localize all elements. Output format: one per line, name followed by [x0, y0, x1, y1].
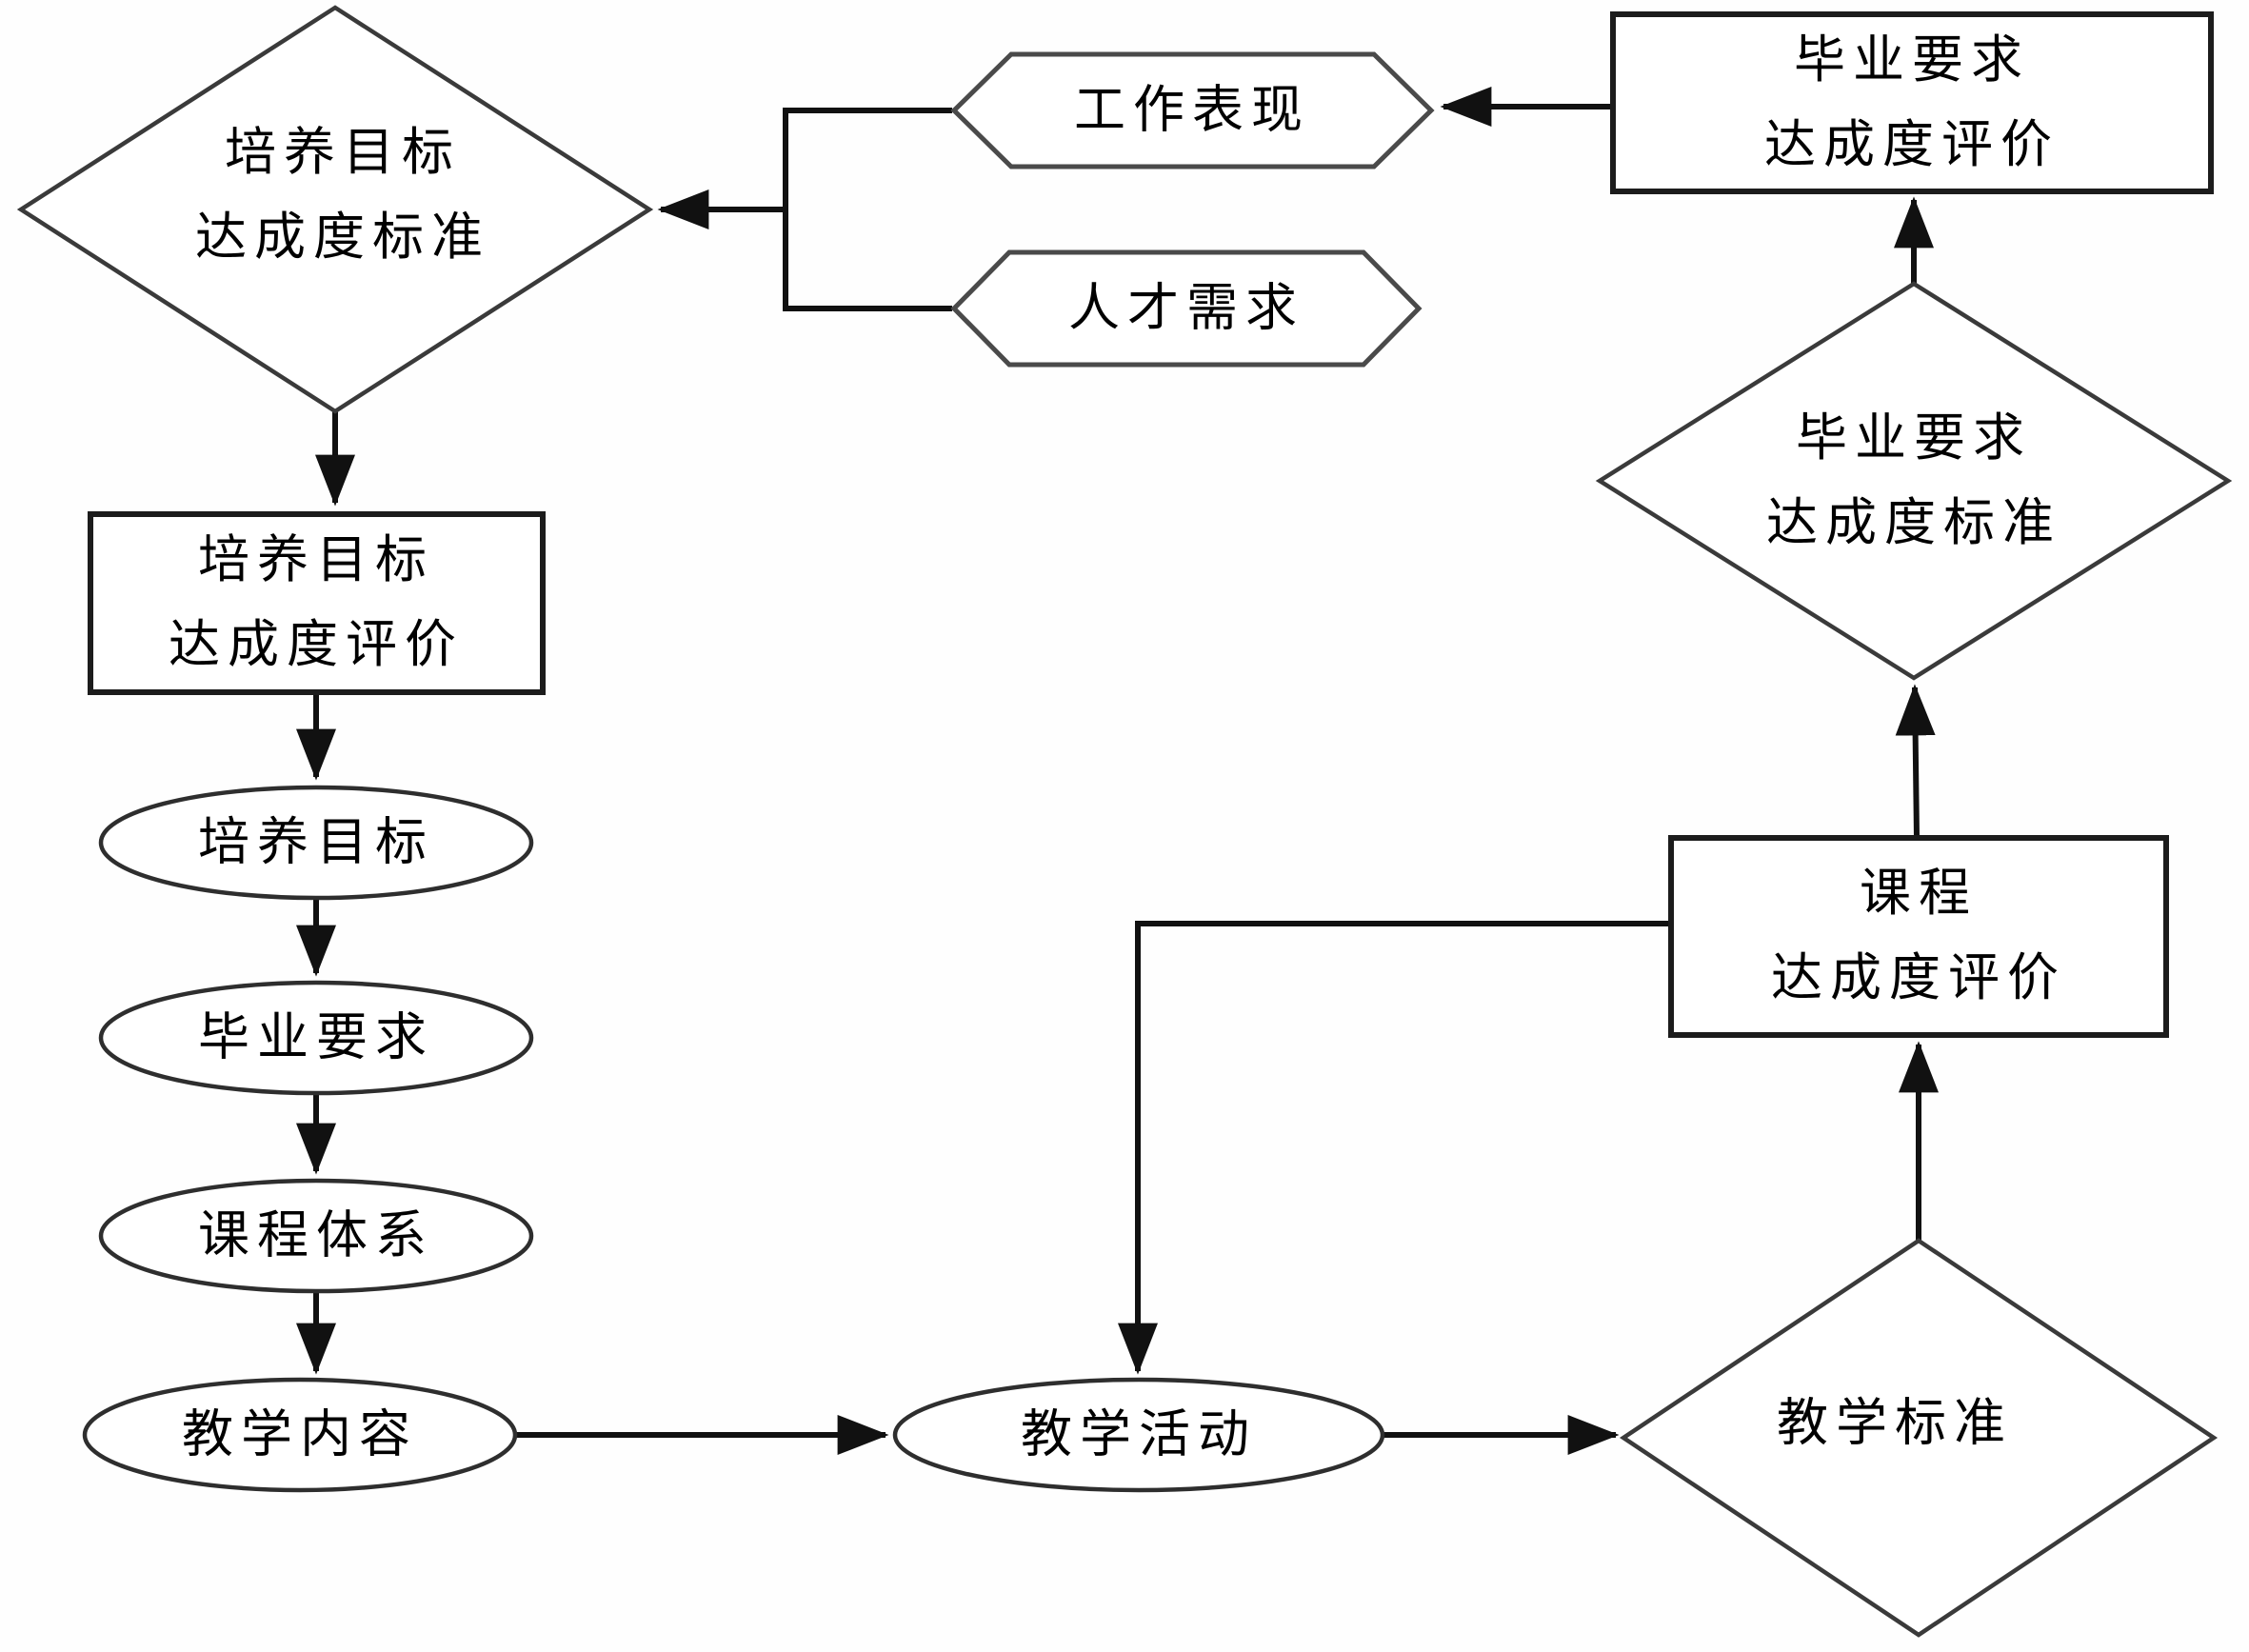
node-graduation-req-evaluation-rect [1610, 11, 2214, 194]
node-training-goal-evaluation-rect [88, 511, 546, 695]
label-training-goal-standard: 培养目标 达成度标准 [195, 123, 490, 266]
node-graduation-req-standard-diamond [1595, 281, 2233, 681]
connector-course-eval-to-gradreq-standard [1895, 684, 1936, 839]
label-training-goal-evaluation: 培养目标 达成度评价 [169, 530, 464, 673]
node-training-goal-ellipse [98, 785, 534, 901]
label-graduation-req: 毕业要求 [198, 1008, 434, 1066]
label-teaching-activity: 教学活动 [1021, 1405, 1257, 1463]
label-teaching-standard: 教学标准 [1777, 1394, 2013, 1452]
label-talent-demand: 人才需求 [1068, 279, 1304, 337]
label-training-goal: 培养目标 [198, 813, 434, 871]
node-course-evaluation-rect [1668, 835, 2169, 1038]
label-work-performance: 工作表现 [1074, 81, 1310, 139]
node-teaching-standard-diamond [1619, 1238, 2219, 1638]
connector-hexagons-junction [783, 108, 952, 311]
node-graduation-req-ellipse [98, 980, 534, 1096]
label-curriculum-system: 课程体系 [198, 1206, 434, 1264]
label-graduation-req-evaluation: 毕业要求 达成度评价 [1764, 30, 2060, 173]
node-teaching-content-ellipse [82, 1377, 518, 1493]
node-talent-demand-hexagon [950, 249, 1423, 368]
connector-course-eval-to-teaching-activity [1118, 921, 1671, 1375]
node-curriculum-system-ellipse [98, 1178, 534, 1294]
label-course-evaluation: 课程 达成度评价 [1771, 864, 2066, 1006]
label-teaching-content: 教学内容 [182, 1405, 418, 1463]
node-work-performance-hexagon [950, 51, 1435, 169]
label-graduation-req-standard: 毕业要求 达成度标准 [1766, 408, 2061, 551]
node-training-goal-standard-diamond [16, 5, 654, 414]
node-teaching-activity-ellipse [892, 1377, 1385, 1493]
